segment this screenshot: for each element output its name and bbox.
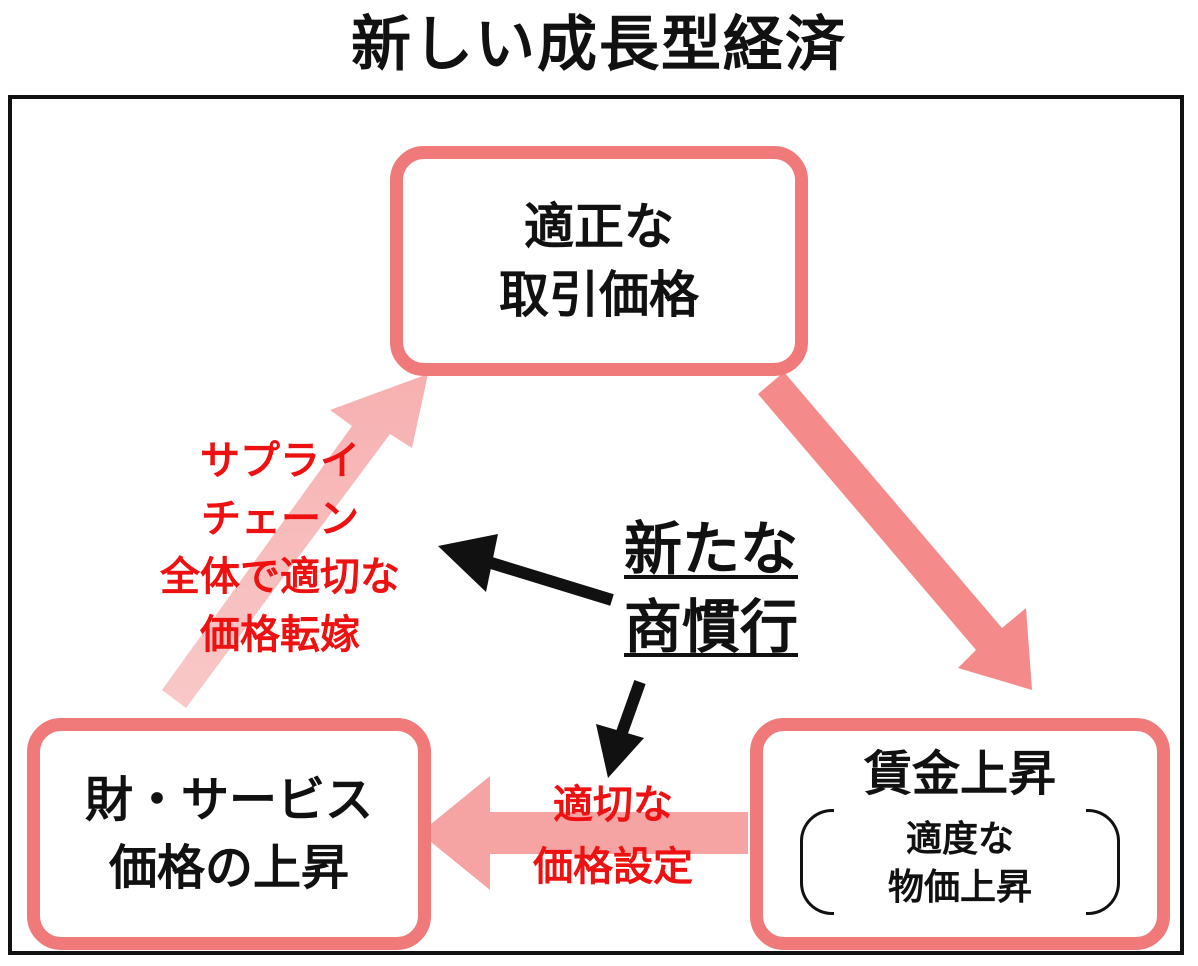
arrow-center-to-supply-head <box>438 534 498 592</box>
node-wage-main: 賃金上昇 <box>863 746 1056 802</box>
node-fair-price-line1: 適正な <box>524 198 674 256</box>
node-fair-price: 適正な 取引価格 <box>390 146 808 376</box>
node-wage-subnote: 適度な 物価上昇 <box>800 809 1120 919</box>
node-goods-price-line2: 価格の上昇 <box>108 840 349 896</box>
arrow-fair-price-to-wage <box>758 372 1032 690</box>
node-goods-price-line1: 財・サービス <box>84 772 373 828</box>
supply-label-line3: 全体で適切な <box>160 554 400 600</box>
node-goods-price: 財・サービス 価格の上昇 <box>27 718 431 950</box>
node-wage-sub-line1: 適度な <box>905 819 1014 860</box>
center-new-practice: 新たな 商慣行 <box>596 510 826 666</box>
diagram-frame <box>8 95 1184 955</box>
center-line2: 商慣行 <box>623 593 798 661</box>
arrow-center-to-pricing-line <box>614 679 646 741</box>
arrow-wage-to-goods-price <box>420 776 748 890</box>
edge-label-supply-chain: サプライ チェーン 全体で適切な 価格転嫁 <box>130 432 430 664</box>
arrow-center-to-pricing-head <box>596 724 644 778</box>
pricing-label-line2: 価格設定 <box>533 844 693 890</box>
left-paren <box>800 809 834 915</box>
supply-label-line2: チェーン <box>201 496 359 542</box>
node-wage: 賃金上昇 適度な 物価上昇 <box>750 718 1170 950</box>
node-wage-sub-line2: 物価上昇 <box>887 867 1032 908</box>
supply-label-line4: 価格転嫁 <box>200 612 360 658</box>
pricing-label-line1: 適切な <box>553 782 673 828</box>
arrow-goods-price-to-fair-price <box>162 374 428 708</box>
center-line1: 新たな <box>623 515 798 583</box>
supply-label-line1: サプライ <box>200 438 360 484</box>
arrow-center-to-supply-line <box>486 556 614 606</box>
edge-label-pricing: 適切な 価格設定 <box>488 774 738 898</box>
diagram-title: 新しい成長型経済 <box>351 10 847 80</box>
node-fair-price-line2: 取引価格 <box>499 266 699 324</box>
right-paren <box>1086 809 1120 915</box>
